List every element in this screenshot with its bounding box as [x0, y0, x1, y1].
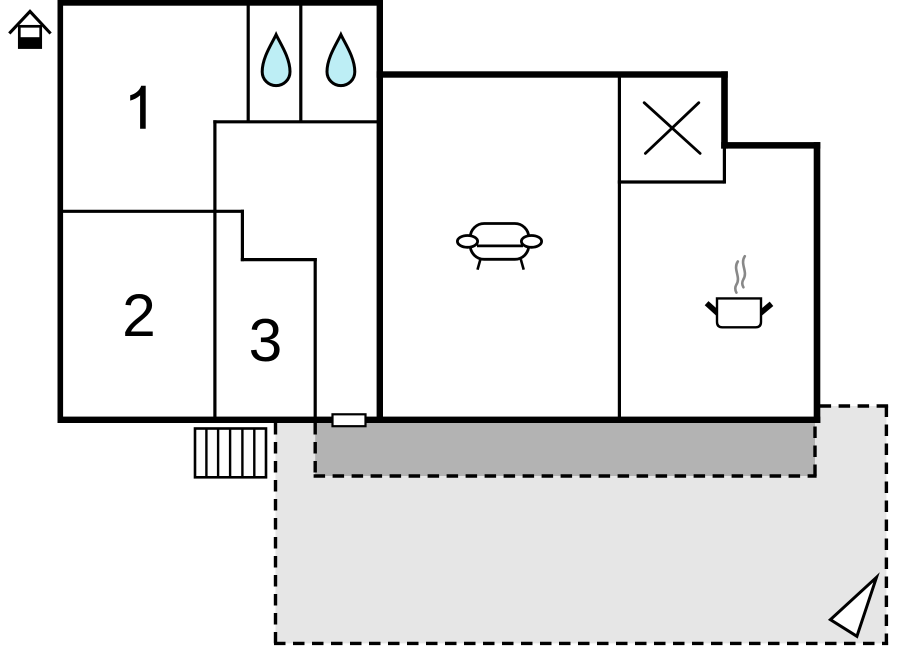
- svg-text:3: 3: [249, 306, 283, 374]
- svg-text:2: 2: [122, 281, 156, 349]
